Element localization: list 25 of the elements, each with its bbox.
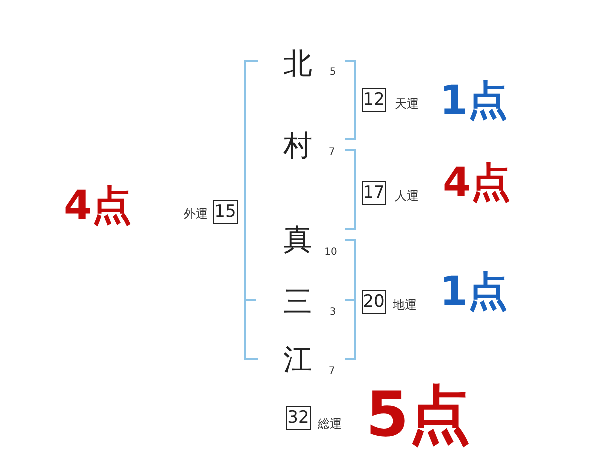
score-text: 5点 [366, 384, 472, 446]
score-text: 1点 [440, 272, 508, 312]
score-text: 4点 [64, 186, 132, 226]
fortune-label: 人運 [395, 190, 419, 202]
fortune-label: 天運 [395, 98, 419, 110]
fortune-label: 地運 [393, 299, 417, 311]
kanji-character: 江 [284, 346, 312, 374]
kanji-character: 北 [284, 50, 312, 78]
number-box: 32 [286, 406, 311, 430]
stroke-count: 5 [330, 68, 336, 78]
number-box: 17 [362, 181, 386, 205]
score-text: 4点 [443, 163, 511, 203]
kanji-character: 村 [284, 132, 312, 160]
stroke-count: 3 [330, 308, 336, 318]
number-box: 20 [362, 290, 386, 314]
fortune-label: 総運 [318, 418, 342, 430]
fortune-label: 外運 [184, 208, 208, 220]
kanji-character: 三 [284, 288, 312, 316]
number-box: 12 [362, 88, 386, 112]
kanji-character: 真 [284, 226, 312, 254]
stroke-count: 10 [324, 248, 338, 258]
number-box: 15 [213, 200, 238, 224]
score-text: 1点 [440, 81, 508, 121]
stroke-count: 7 [328, 148, 336, 158]
stroke-count: 7 [328, 367, 336, 377]
